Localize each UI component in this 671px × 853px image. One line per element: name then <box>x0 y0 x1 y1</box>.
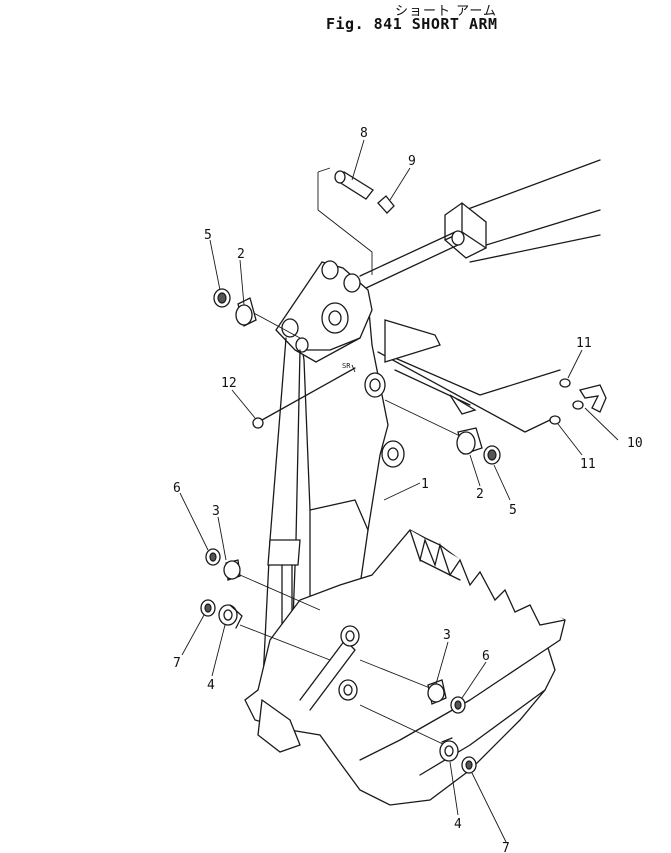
callout-7-left: 7 <box>173 656 181 671</box>
sr-stamp: SR <box>342 362 351 370</box>
callout-7-right: 7 <box>502 841 510 853</box>
figure-title: Fig. 841 SHORT ARM <box>326 15 498 33</box>
bushing-2-lower <box>456 427 483 455</box>
spacer-3-left <box>223 559 241 581</box>
bushing-4-left <box>218 604 243 629</box>
boom <box>359 159 601 289</box>
callout-8: 8 <box>360 126 368 141</box>
seal-7-right <box>461 756 477 774</box>
callout-9: 9 <box>408 154 416 169</box>
bucket <box>244 529 566 806</box>
seal-5-upper <box>213 288 231 308</box>
callout-2-upper: 2 <box>237 247 245 262</box>
seal-6-right <box>450 696 466 714</box>
callout-6-right: 6 <box>482 649 490 664</box>
callout-10: 10 <box>627 436 643 451</box>
seal-6-left <box>205 548 221 566</box>
callout-11-lower: 11 <box>580 457 596 472</box>
bushing-2-upper <box>235 297 257 327</box>
callout-5-upper: 5 <box>204 228 212 243</box>
callout-5-lower: 5 <box>509 503 517 518</box>
callout-2-lower: 2 <box>476 487 484 502</box>
callout-3-right: 3 <box>443 628 451 643</box>
callout-6-left: 6 <box>173 481 181 496</box>
leader-lines <box>179 139 619 843</box>
callout-1: 1 <box>421 477 429 492</box>
grease-line <box>252 319 607 433</box>
pin-shafts <box>239 311 461 746</box>
callout-4-left: 4 <box>207 678 215 693</box>
figure-title-japanese: ショート アーム <box>395 4 497 19</box>
callout-3-left: 3 <box>212 504 220 519</box>
seal-7-left <box>200 599 216 617</box>
spacer-3-right <box>427 679 447 705</box>
bushing-4-right <box>439 737 459 762</box>
seal-5-lower <box>483 445 501 465</box>
callout-4-right: 4 <box>454 817 462 832</box>
callout-11-upper: 11 <box>576 336 592 351</box>
callout-12: 12 <box>221 376 237 391</box>
arm-pin-8-assembly <box>317 167 395 275</box>
